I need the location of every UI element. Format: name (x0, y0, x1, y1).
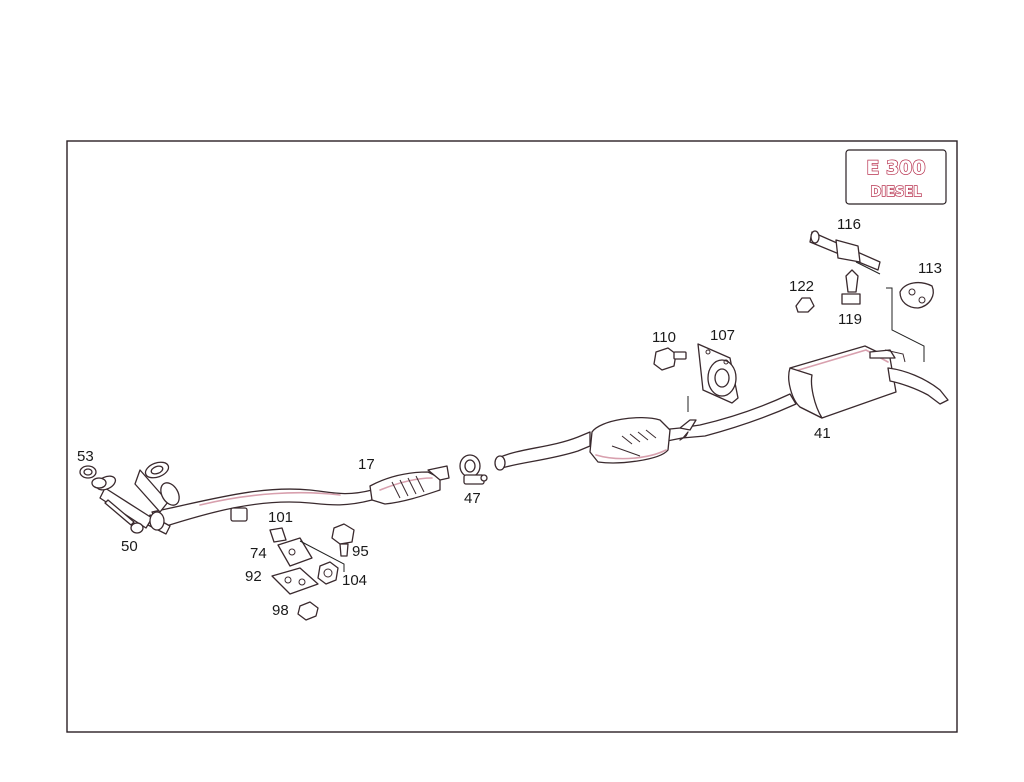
front-muffler (589, 417, 671, 464)
label-17: 17 (358, 456, 375, 473)
label-53: 53 (77, 448, 94, 465)
rubber-mount-113 (899, 281, 934, 309)
diagram-frame (66, 140, 958, 733)
bolt-110 (653, 347, 687, 371)
screw-95 (331, 523, 355, 557)
nut-53 (79, 465, 107, 489)
nut-98 (297, 601, 319, 621)
clip-101 (269, 527, 287, 543)
label-104: 104 (342, 572, 367, 589)
badge-variant: DIESEL (870, 185, 921, 200)
label-95: 95 (352, 543, 369, 560)
rear-muffler-41 (788, 345, 949, 419)
label-116: 116 (837, 216, 861, 233)
label-122: 122 (789, 278, 814, 295)
bracket-116 (809, 230, 881, 271)
catalytic-converter-17 (369, 465, 450, 505)
nut-122 (795, 297, 815, 313)
label-92: 92 (245, 568, 262, 585)
bracket-92 (271, 567, 319, 595)
hanger-107 (697, 343, 739, 404)
badge-model: E 300 (866, 157, 925, 179)
intermediate-pipe (494, 393, 797, 471)
model-badge: E 300 DIESEL (845, 149, 947, 205)
label-41: 41 (814, 425, 831, 442)
label-101: 101 (268, 509, 293, 526)
label-119: 119 (838, 311, 862, 328)
label-113: 113 (918, 260, 942, 277)
bolt-50 (104, 499, 144, 534)
bracket-74 (277, 537, 313, 567)
label-50: 50 (121, 538, 138, 555)
label-47: 47 (464, 490, 481, 507)
label-74: 74 (250, 545, 267, 562)
label-107: 107 (710, 327, 735, 344)
clamp-47 (459, 454, 488, 485)
callout-labels: 53 50 17 47 101 74 95 92 104 98 110 107 … (77, 216, 942, 619)
label-98: 98 (272, 602, 289, 619)
nut-104 (317, 561, 339, 585)
leader-lines (299, 261, 925, 572)
label-110: 110 (652, 329, 676, 346)
screw-119 (841, 269, 861, 305)
